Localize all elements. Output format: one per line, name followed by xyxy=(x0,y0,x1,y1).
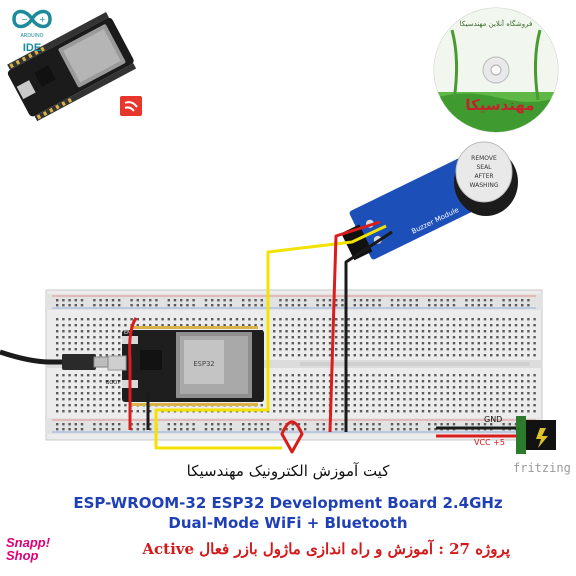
arduino-small-text: ARDUINO xyxy=(20,33,44,39)
svg-text:+: + xyxy=(39,15,46,24)
esp32-devkit: ESP32 EN BOOT xyxy=(106,326,264,406)
buzzer-sticker-line-4: WASHING xyxy=(470,182,499,189)
fritzing-watermark: fritzing xyxy=(513,461,571,475)
cd-disc: فروشگاه آنلاین مهندسیکا مهندسیکا xyxy=(433,7,559,133)
arduino-ide-logo: − + ARDUINO IDE xyxy=(12,6,52,54)
snapp-line-1: Snapp! xyxy=(6,535,51,550)
buzzer-cylinder: REMOVE SEAL AFTER WASHING xyxy=(454,141,518,216)
esp32-chip-text: ESP32 xyxy=(193,360,214,368)
arduino-infinity-icon: − + xyxy=(12,9,52,29)
buzzer-sticker-line-1: REMOVE xyxy=(471,155,497,162)
arduino-ide-text: IDE xyxy=(22,42,42,54)
wire-red-esp xyxy=(128,317,138,430)
svg-text:−: − xyxy=(21,15,28,24)
buzzer-sticker-line-2: SEAL xyxy=(476,164,492,171)
board-title-line-2: Dual-Mode WiFi + Bluetooth xyxy=(168,514,408,532)
usb-cable xyxy=(0,349,109,370)
power-gnd-label: GND xyxy=(484,415,502,424)
cd-ring-text: فروشگاه آنلاین مهندسیکا xyxy=(460,19,533,28)
project-title: پروژه 27 : آموزش و راه اندازی ماژول بازر… xyxy=(142,540,510,558)
wire-red-buzzer xyxy=(328,220,381,433)
power-jack xyxy=(516,416,556,454)
wire-red-hop xyxy=(280,420,304,454)
board-title-line-1: ESP-WROOM-32 ESP32 Development Board 2.4… xyxy=(73,494,503,512)
esp32-board-photo xyxy=(7,12,137,122)
wire-black-buzzer xyxy=(344,230,393,432)
cd-center-text: مهندسیکا xyxy=(465,96,534,114)
wire-yellow-signal xyxy=(154,224,387,450)
kit-title-persian: کیت آموزش الکترونیک مهندسیکا xyxy=(186,462,390,480)
esp32-en-label: EN xyxy=(124,330,131,336)
snapp-line-2: Shop xyxy=(6,548,39,563)
power-vcc-label: VCC +5 xyxy=(474,438,505,447)
snapp-shop-logo: Snapp! Shop xyxy=(6,536,50,562)
wires xyxy=(128,220,520,454)
esp32-boot-label: BOOT xyxy=(106,380,121,386)
espressif-logo xyxy=(120,96,142,116)
buzzer-sticker-line-3: AFTER xyxy=(474,173,493,180)
